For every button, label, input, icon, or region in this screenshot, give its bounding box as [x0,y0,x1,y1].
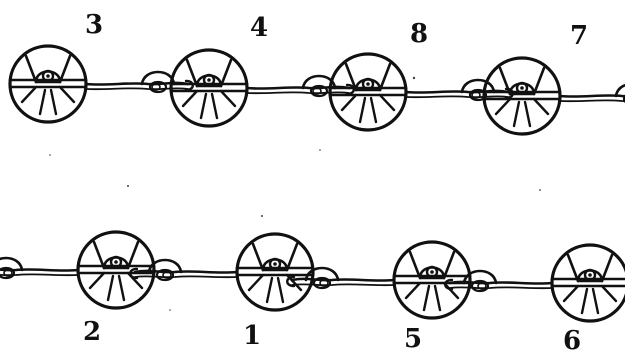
drawing-bottom-3 [287,242,470,318]
drawing-bottom-2 [130,234,313,310]
label-top-1: 3 [85,10,103,40]
drawing-bottom-4 [445,245,625,321]
label-top-2: 4 [250,13,268,43]
label-bottom-3: 5 [404,324,422,352]
label-bottom-2: 1 [243,321,261,351]
speckles [49,76,541,311]
drawing-top-2 [169,48,356,128]
label-top-4: 7 [570,21,588,51]
label-bottom-1: 2 [83,317,101,347]
drawing-top-1 [8,44,195,124]
label-bottom-4: 6 [563,326,581,352]
label-top-3: 8 [410,19,428,49]
